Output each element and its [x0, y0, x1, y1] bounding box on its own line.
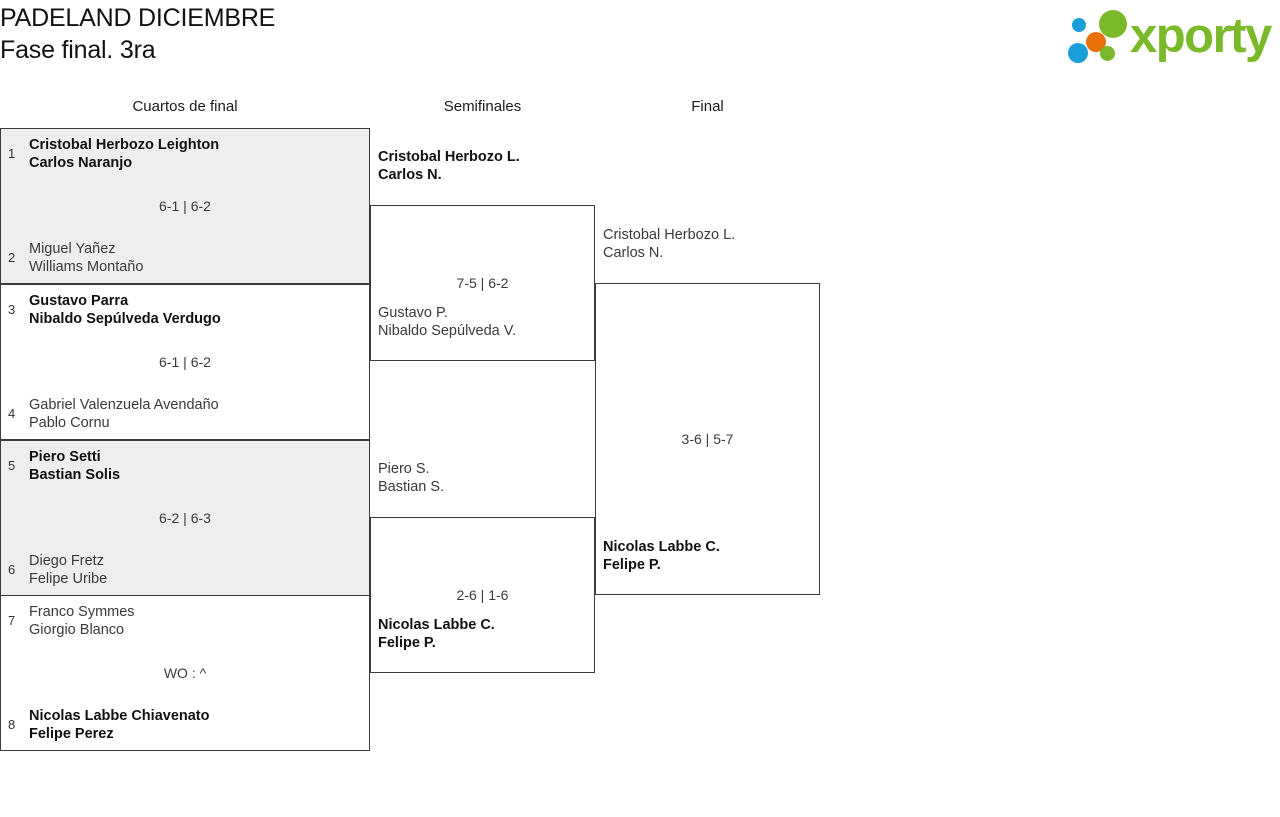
- match-team-top[interactable]: 5 Piero Setti Bastian Solis: [1, 448, 369, 484]
- team-names: Miguel Yañez Williams Montaño: [29, 240, 369, 276]
- player-name: Cristobal Herbozo L.: [378, 149, 520, 165]
- player-name: Nicolas Labbe C.: [378, 617, 495, 633]
- match-semifinal-2[interactable]: 2-6 | 1-6: [370, 517, 595, 673]
- tournament-phase: Fase final. 3ra: [0, 36, 156, 64]
- player-name: Felipe P.: [378, 635, 436, 651]
- player-name: Diego Fretz: [29, 553, 104, 569]
- seed-number: 7: [8, 613, 16, 628]
- team-names: Diego Fretz Felipe Uribe: [29, 552, 369, 588]
- match-quarterfinal-2[interactable]: 3 Gustavo Parra Nibaldo Sepúlveda Verdug…: [0, 284, 370, 440]
- player-name: Gabriel Valenzuela Avendaño: [29, 397, 219, 413]
- logo-wordmark: xporty: [1130, 9, 1272, 63]
- match-quarterfinal-1[interactable]: 1 Cristobal Herbozo Leighton Carlos Nara…: [0, 128, 370, 284]
- logo-dot-blue-large-icon: [1068, 43, 1088, 63]
- player-name: Cristobal Herbozo Leighton: [29, 137, 220, 153]
- logo-dot-orange-icon: [1086, 32, 1106, 52]
- player-name: Felipe P.: [603, 557, 661, 573]
- player-name: Miguel Yañez: [29, 241, 116, 257]
- match-semifinal-1[interactable]: 7-5 | 6-2: [370, 205, 595, 361]
- match-score: 3-6 | 5-7: [681, 431, 734, 447]
- seed-number: 5: [8, 458, 16, 473]
- team-names: Gustavo Parra Nibaldo Sepúlveda Verdugo: [29, 292, 369, 328]
- match-team-top[interactable]: 3 Gustavo Parra Nibaldo Sepúlveda Verdug…: [1, 292, 369, 328]
- player-name: Piero S.: [378, 461, 430, 477]
- final-team-bottom[interactable]: Nicolas Labbe C. Felipe P.: [595, 538, 820, 574]
- seed-number: 3: [8, 302, 16, 317]
- team-names: Gabriel Valenzuela Avendaño Pablo Cornu: [29, 396, 369, 432]
- player-name: Nibaldo Sepúlveda V.: [378, 323, 517, 339]
- logo-dot-blue-small-icon: [1072, 18, 1086, 32]
- semifinal-2-team-bottom[interactable]: Nicolas Labbe C. Felipe P.: [370, 616, 595, 652]
- player-name: Felipe Perez: [29, 726, 114, 742]
- seed-number: 8: [8, 717, 16, 732]
- player-name: Carlos N.: [603, 245, 664, 261]
- match-score: 2-6 | 1-6: [456, 587, 509, 603]
- player-name: Franco Symmes: [29, 604, 135, 620]
- semifinal-2-team-top[interactable]: Piero S. Bastian S.: [370, 460, 595, 496]
- player-name: Nicolas Labbe C.: [603, 539, 720, 555]
- player-name: Bastian Solis: [29, 467, 121, 483]
- final-team-top[interactable]: Cristobal Herbozo L. Carlos N.: [595, 226, 820, 262]
- match-team-top[interactable]: 1 Cristobal Herbozo Leighton Carlos Nara…: [1, 136, 369, 172]
- player-name: Giorgio Blanco: [29, 622, 125, 638]
- team-names: Cristobal Herbozo Leighton Carlos Naranj…: [29, 136, 369, 172]
- player-name: Gustavo Parra: [29, 293, 129, 309]
- team-names: Nicolas Labbe Chiavenato Felipe Perez: [29, 707, 369, 743]
- tournament-name: PADELAND DICIEMBRE: [0, 4, 276, 32]
- page-title: PADELAND DICIEMBRE Fase final. 3ra: [0, 2, 275, 66]
- match-team-bottom[interactable]: 6 Diego Fretz Felipe Uribe: [1, 552, 369, 588]
- logo-dots-icon: [1068, 10, 1130, 64]
- match-score: WO : ^: [163, 665, 207, 681]
- xporty-logo[interactable]: xporty: [1050, 6, 1272, 68]
- round-header-quarterfinals: Cuartos de final: [132, 98, 238, 115]
- seed-number: 2: [8, 250, 16, 265]
- player-name: Nicolas Labbe Chiavenato: [29, 708, 210, 724]
- match-quarterfinal-4[interactable]: 7 Franco Symmes Giorgio Blanco WO : ^ 8 …: [0, 595, 370, 751]
- player-name: Cristobal Herbozo L.: [603, 227, 736, 243]
- player-name: Bastian S.: [378, 479, 445, 495]
- player-name: Carlos Naranjo: [29, 155, 133, 171]
- player-name: Pablo Cornu: [29, 415, 110, 431]
- page-header: PADELAND DICIEMBRE Fase final. 3ra xport…: [0, 0, 1280, 88]
- player-name: Carlos N.: [378, 167, 442, 183]
- player-name: Gustavo P.: [378, 305, 448, 321]
- player-name: Felipe Uribe: [29, 571, 108, 587]
- round-header-semifinals: Semifinales: [443, 98, 522, 115]
- seed-number: 6: [8, 562, 16, 577]
- match-team-bottom[interactable]: 2 Miguel Yañez Williams Montaño: [1, 240, 369, 276]
- match-team-top[interactable]: 7 Franco Symmes Giorgio Blanco: [1, 603, 369, 639]
- player-name: Williams Montaño: [29, 259, 144, 275]
- seed-number: 4: [8, 406, 16, 421]
- round-header-final: Final: [691, 98, 724, 115]
- match-score: 7-5 | 6-2: [456, 275, 509, 291]
- team-names: Piero Setti Bastian Solis: [29, 448, 369, 484]
- match-score: 6-2 | 6-3: [159, 510, 211, 526]
- match-team-bottom[interactable]: 8 Nicolas Labbe Chiavenato Felipe Perez: [1, 707, 369, 743]
- logo-dot-green-large-icon: [1099, 10, 1127, 38]
- logo-dot-green-small-icon: [1100, 46, 1115, 61]
- match-quarterfinal-3[interactable]: 5 Piero Setti Bastian Solis 6-2 | 6-3 6 …: [0, 440, 370, 596]
- match-score: 6-1 | 6-2: [159, 198, 211, 214]
- match-team-bottom[interactable]: 4 Gabriel Valenzuela Avendaño Pablo Corn…: [1, 396, 369, 432]
- team-names: Franco Symmes Giorgio Blanco: [29, 603, 369, 639]
- seed-number: 1: [8, 146, 16, 161]
- semifinal-1-team-bottom[interactable]: Gustavo P. Nibaldo Sepúlveda V.: [370, 304, 595, 340]
- player-name: Nibaldo Sepúlveda Verdugo: [29, 311, 221, 327]
- semifinal-1-team-top[interactable]: Cristobal Herbozo L. Carlos N.: [370, 148, 595, 184]
- player-name: Piero Setti: [29, 449, 101, 465]
- match-final[interactable]: 3-6 | 5-7: [595, 283, 820, 595]
- match-score: 6-1 | 6-2: [159, 354, 211, 370]
